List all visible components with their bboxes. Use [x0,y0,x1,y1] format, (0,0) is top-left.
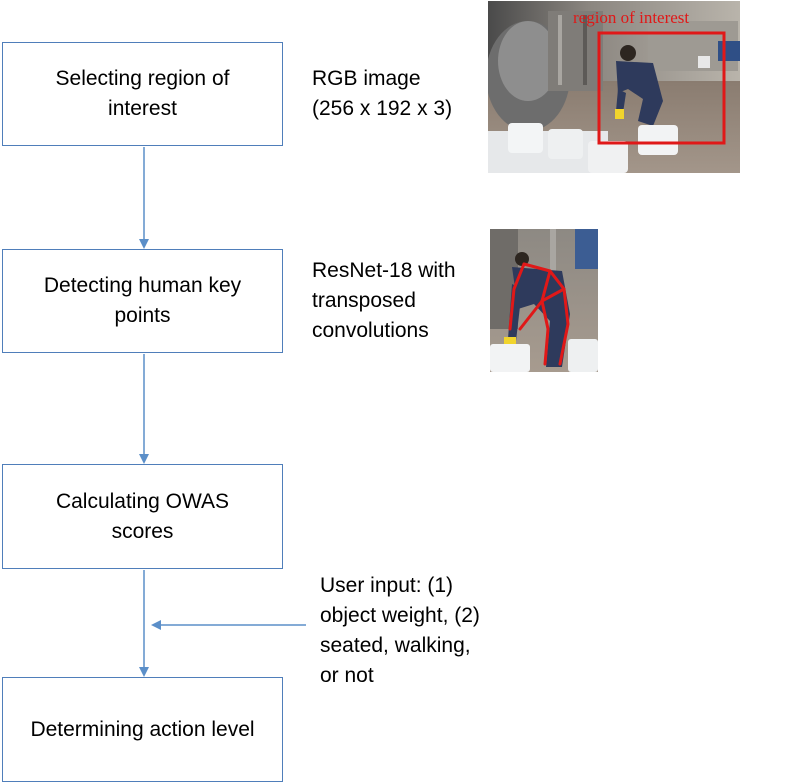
roi-photo: region of interest [488,1,740,173]
step-box-determining-action: Determining action level [2,677,283,782]
step-label-determining-action: Determining action level [30,717,255,741]
roi-caption: region of interest [573,8,689,27]
resnet-note: ResNet-18 with transposed convolutions [312,259,456,342]
keypoints-photo [490,229,598,372]
user-input-note: User input: (1) object weight, (2) seate… [320,574,480,687]
step-box-selecting-roi: Selecting region of interest [2,42,283,146]
step-label-calculating-owas: Calculating OWAS scores [55,489,230,543]
rgb-image-note: RGB image (256 x 192 x 3) [312,67,453,120]
step-box-calculating-owas: Calculating OWAS scores [2,464,283,569]
step-box-detecting-keypoints: Detecting human key points [2,249,283,353]
step-label-detecting-keypoints: Detecting human key points [43,274,242,327]
step-label-selecting-roi: Selecting region of interest [55,67,230,120]
